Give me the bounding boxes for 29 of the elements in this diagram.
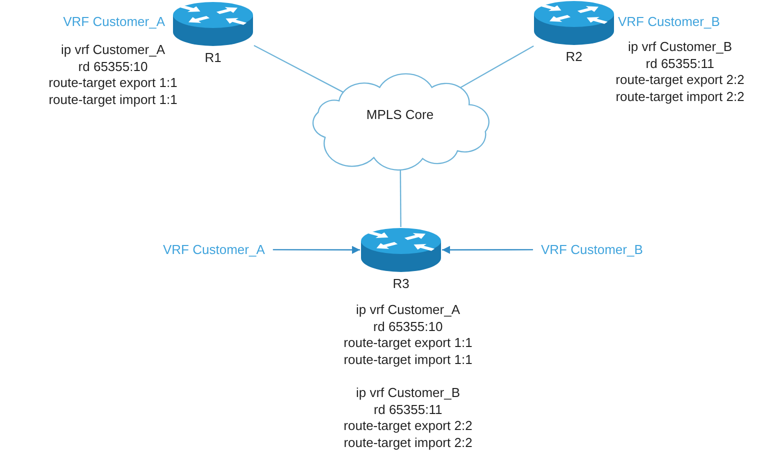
device-label: R1 [204, 50, 222, 66]
config-line: rd 65355:11 [372, 402, 444, 418]
arrow [442, 246, 533, 254]
vrf-label: VRF Customer_A [163, 242, 265, 258]
connector-line [460, 45, 534, 88]
config-line: rd 65355:11 [644, 56, 716, 72]
connector-line [254, 44, 344, 93]
config-line: ip vrf Customer_B [354, 385, 462, 401]
vrf-label: VRF Customer_B [618, 14, 721, 30]
config-line: route-target export 1:1 [48, 75, 178, 91]
config-line: ip vrf Customer_A [60, 42, 166, 58]
vrf-label: VRF Customer_A [62, 14, 165, 30]
arrow [272, 246, 360, 254]
config-line: route-target export 2:2 [614, 72, 746, 88]
vrf-label: VRF Customer_B [541, 242, 643, 258]
config-line: route-target import 2:2 [614, 88, 746, 104]
config-line: route-target import 1:1 [342, 352, 474, 368]
config-line: rd 65355:10 [77, 58, 149, 74]
config-line: ip vrf Customer_B [626, 39, 734, 55]
cloud-shape [310, 72, 490, 172]
device-label: R3 [392, 276, 410, 292]
config-line: route-target export 2:2 [342, 418, 474, 434]
config-line: route-target import 2:2 [342, 434, 474, 450]
config-line: route-target import 1:1 [48, 92, 178, 108]
config-line: route-target export 1:1 [342, 335, 474, 351]
device-label: R2 [564, 49, 584, 65]
config-line: ip vrf Customer_A [354, 302, 462, 318]
config-line: rd 65355:10 [372, 318, 444, 334]
network-label: MPLS Core [365, 107, 435, 123]
